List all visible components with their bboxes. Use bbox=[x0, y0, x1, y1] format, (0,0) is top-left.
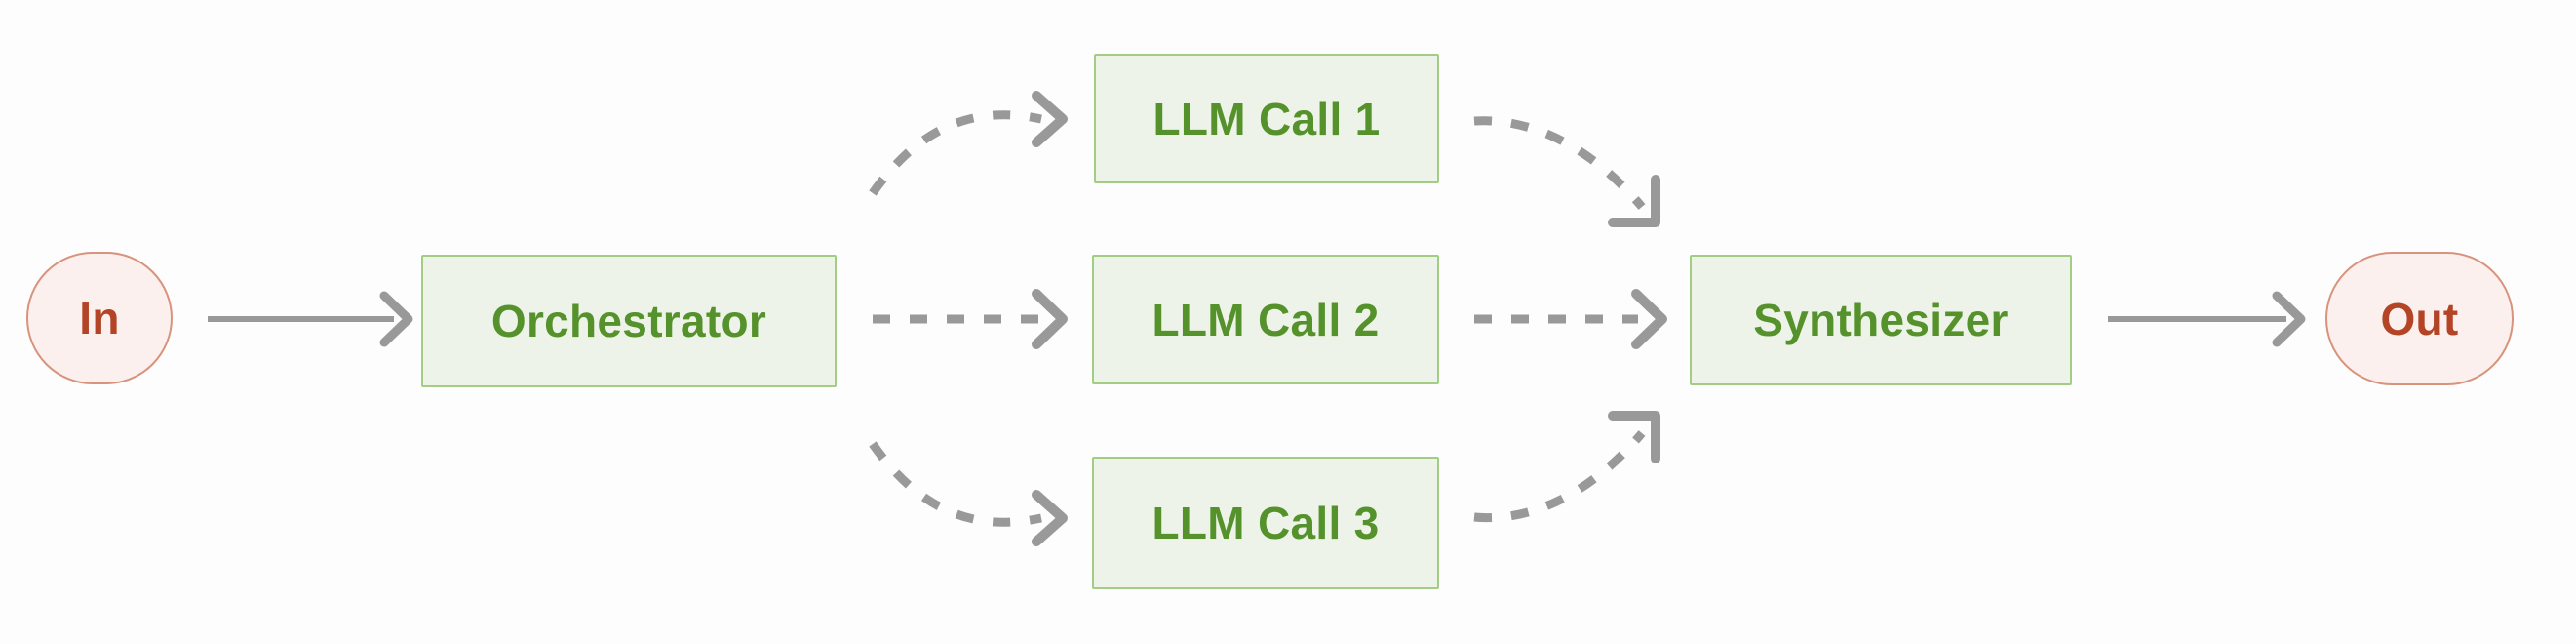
node-out-label: Out bbox=[2380, 293, 2459, 344]
node-llm-call-2[interactable]: LLM Call 2 bbox=[1092, 255, 1439, 384]
node-synthesizer-label: Synthesizer bbox=[1753, 295, 2009, 345]
node-llm-call-3-label: LLM Call 3 bbox=[1151, 498, 1380, 548]
edge-in-to-orchestrator bbox=[208, 291, 413, 347]
node-in-label: In bbox=[79, 293, 120, 343]
edge-llm2-to-synthesizer bbox=[1474, 289, 1667, 349]
edge-synthesizer-to-out bbox=[2108, 291, 2306, 347]
node-llm-call-1-label: LLM Call 1 bbox=[1152, 93, 1381, 144]
edge-llm3-to-synthesizer bbox=[1473, 411, 1660, 523]
node-orchestrator-label: Orchestrator bbox=[490, 296, 767, 346]
edge-orchestrator-to-llm1 bbox=[869, 91, 1068, 196]
node-orchestrator[interactable]: Orchestrator bbox=[421, 255, 837, 387]
node-synthesizer[interactable]: Synthesizer bbox=[1690, 255, 2072, 385]
edge-orchestrator-to-llm3 bbox=[869, 441, 1068, 546]
edge-orchestrator-to-llm2 bbox=[873, 289, 1068, 349]
node-out[interactable]: Out bbox=[2325, 252, 2514, 385]
node-in[interactable]: In bbox=[26, 252, 173, 384]
node-llm-call-1[interactable]: LLM Call 1 bbox=[1094, 54, 1439, 183]
node-llm-call-3[interactable]: LLM Call 3 bbox=[1092, 457, 1439, 589]
node-llm-call-2-label: LLM Call 2 bbox=[1151, 294, 1380, 345]
edge-llm1-to-synthesizer bbox=[1473, 116, 1660, 227]
